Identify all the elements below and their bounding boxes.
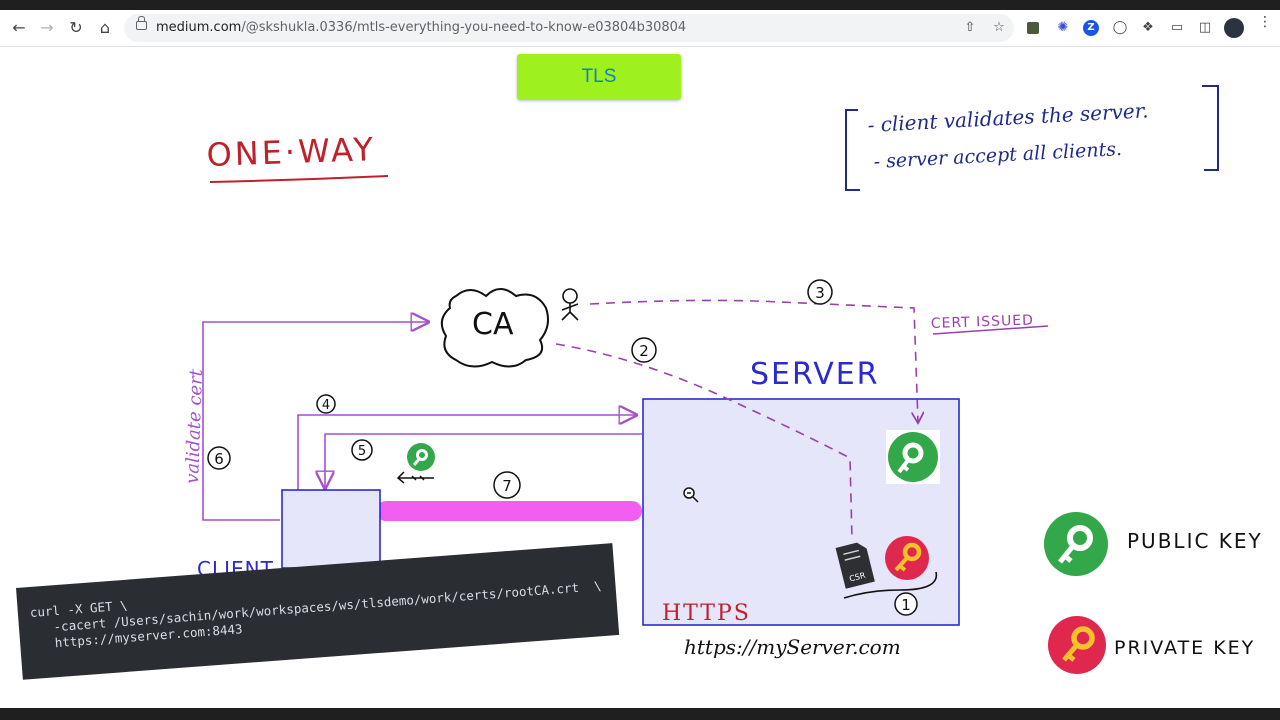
public-key-icon [886,430,940,484]
ca-person [561,288,579,321]
step-badge: 7 [493,471,521,499]
cert-request-path [555,343,853,541]
secure-channel [376,501,642,521]
step-number: 2 [639,342,649,360]
key-pair-brace [843,571,938,599]
request-arrow [297,415,636,492]
zoom-cursor-icon [683,487,699,503]
cert-issued-label: CERT ISSUED [931,312,1035,332]
step-number: 3 [815,284,825,302]
tls-button[interactable]: TLS [517,54,681,100]
browser-toolbar: ← → ↻ ⌂ medium.com/@skshukla.0336/mtls-e… [0,10,1280,47]
validate-cert-label: validate cert [182,368,207,484]
avatar[interactable] [1224,18,1244,38]
url-path: /@skshukla.0336/mtls-everything-you-need… [241,20,687,35]
step-number: 5 [358,444,366,459]
step-badge: 1 [894,592,918,616]
ca-label: CA [472,307,514,342]
step-badge: 2 [631,337,657,363]
heading-underline [209,175,389,183]
extension-icon[interactable]: Z [1083,20,1099,36]
step-badge: 3 [807,279,833,305]
forward-arrow-icon[interactable]: → [40,18,54,37]
step-badge: 6 [207,446,231,470]
reload-icon[interactable]: ↻ [69,18,83,37]
cast-icon[interactable]: ▭ [1170,20,1184,35]
csr-document-icon: CSR [835,542,875,589]
note-line: - server accept all clients. [873,138,1122,173]
url-text[interactable]: medium.com/@skshukla.0336/mtls-everythin… [156,20,686,35]
url-host: medium.com [156,20,242,35]
window-top-edge [0,0,1280,10]
step-number: 6 [214,450,224,468]
client-box [281,489,381,569]
legend-label: PUBLIC KEY [1127,529,1263,553]
cert-issued-underline [932,325,1049,335]
public-key-icon [396,443,435,484]
validate-cert-arrow [202,322,428,521]
extension-icon[interactable] [1027,22,1039,34]
back-arrow-icon[interactable]: ← [12,18,26,37]
legend-public-key: PUBLIC KEY [1044,512,1263,576]
server-label: SERVER [750,357,880,392]
csr-label: CSR [848,571,866,584]
note-line: - client validates the server. [867,98,1149,137]
puzzle-icon[interactable]: ❖ [1142,20,1154,35]
sidebar-icon[interactable]: ◫ [1198,20,1212,35]
extension-icon[interactable]: ◯ [1112,20,1128,35]
https-label: HTTPS [662,601,751,626]
step-number: 4 [322,398,330,413]
address-bar[interactable]: medium.com/@skshukla.0336/mtls-everythin… [124,14,1014,42]
notes-box: - client validates the server. - server … [845,85,1219,191]
ca-cloud: CA [440,288,549,368]
cert-issued-path [589,299,918,422]
heading: ONE·WAY [206,130,377,174]
extension-icon[interactable]: ✺ [1057,20,1069,35]
share-icon[interactable]: ⇧ [964,20,976,35]
window-bottom-edge [0,708,1280,720]
step-number: 7 [502,477,512,495]
url-label: https://myServer.com [684,635,901,659]
private-key-icon [885,536,929,580]
legend-private-key: PRIVATE KEY [1048,616,1255,674]
step-badge: 4 [316,394,336,414]
step-number: 1 [901,596,911,614]
step-badge: 5 [351,439,373,461]
lock-icon [136,16,147,30]
home-icon[interactable]: ⌂ [99,18,111,37]
bookmark-star-icon[interactable]: ☆ [993,20,1005,35]
response-arrow [325,433,642,488]
legend-label: PRIVATE KEY [1114,637,1255,659]
